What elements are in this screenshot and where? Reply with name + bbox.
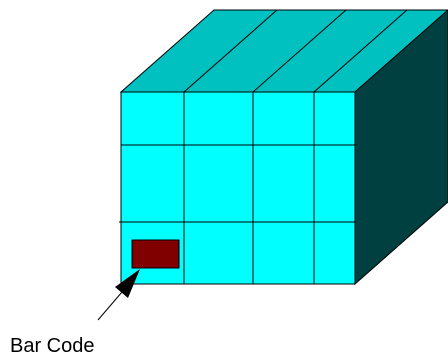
- box: [119, 9, 448, 286]
- front-face-grid: [119, 92, 355, 284]
- callout-arrow-line: [97, 291, 123, 321]
- top-divider-2: [252, 9, 347, 93]
- barcode-callout: Bar Code: [10, 269, 140, 357]
- barcode-label: [131, 239, 180, 269]
- barcode-callout-label: Bar Code: [10, 335, 95, 357]
- top-divider-3: [313, 9, 408, 93]
- callout-arrowhead: [115, 269, 140, 298]
- top-face-dividers: [183, 9, 408, 93]
- top-divider-1: [183, 9, 278, 93]
